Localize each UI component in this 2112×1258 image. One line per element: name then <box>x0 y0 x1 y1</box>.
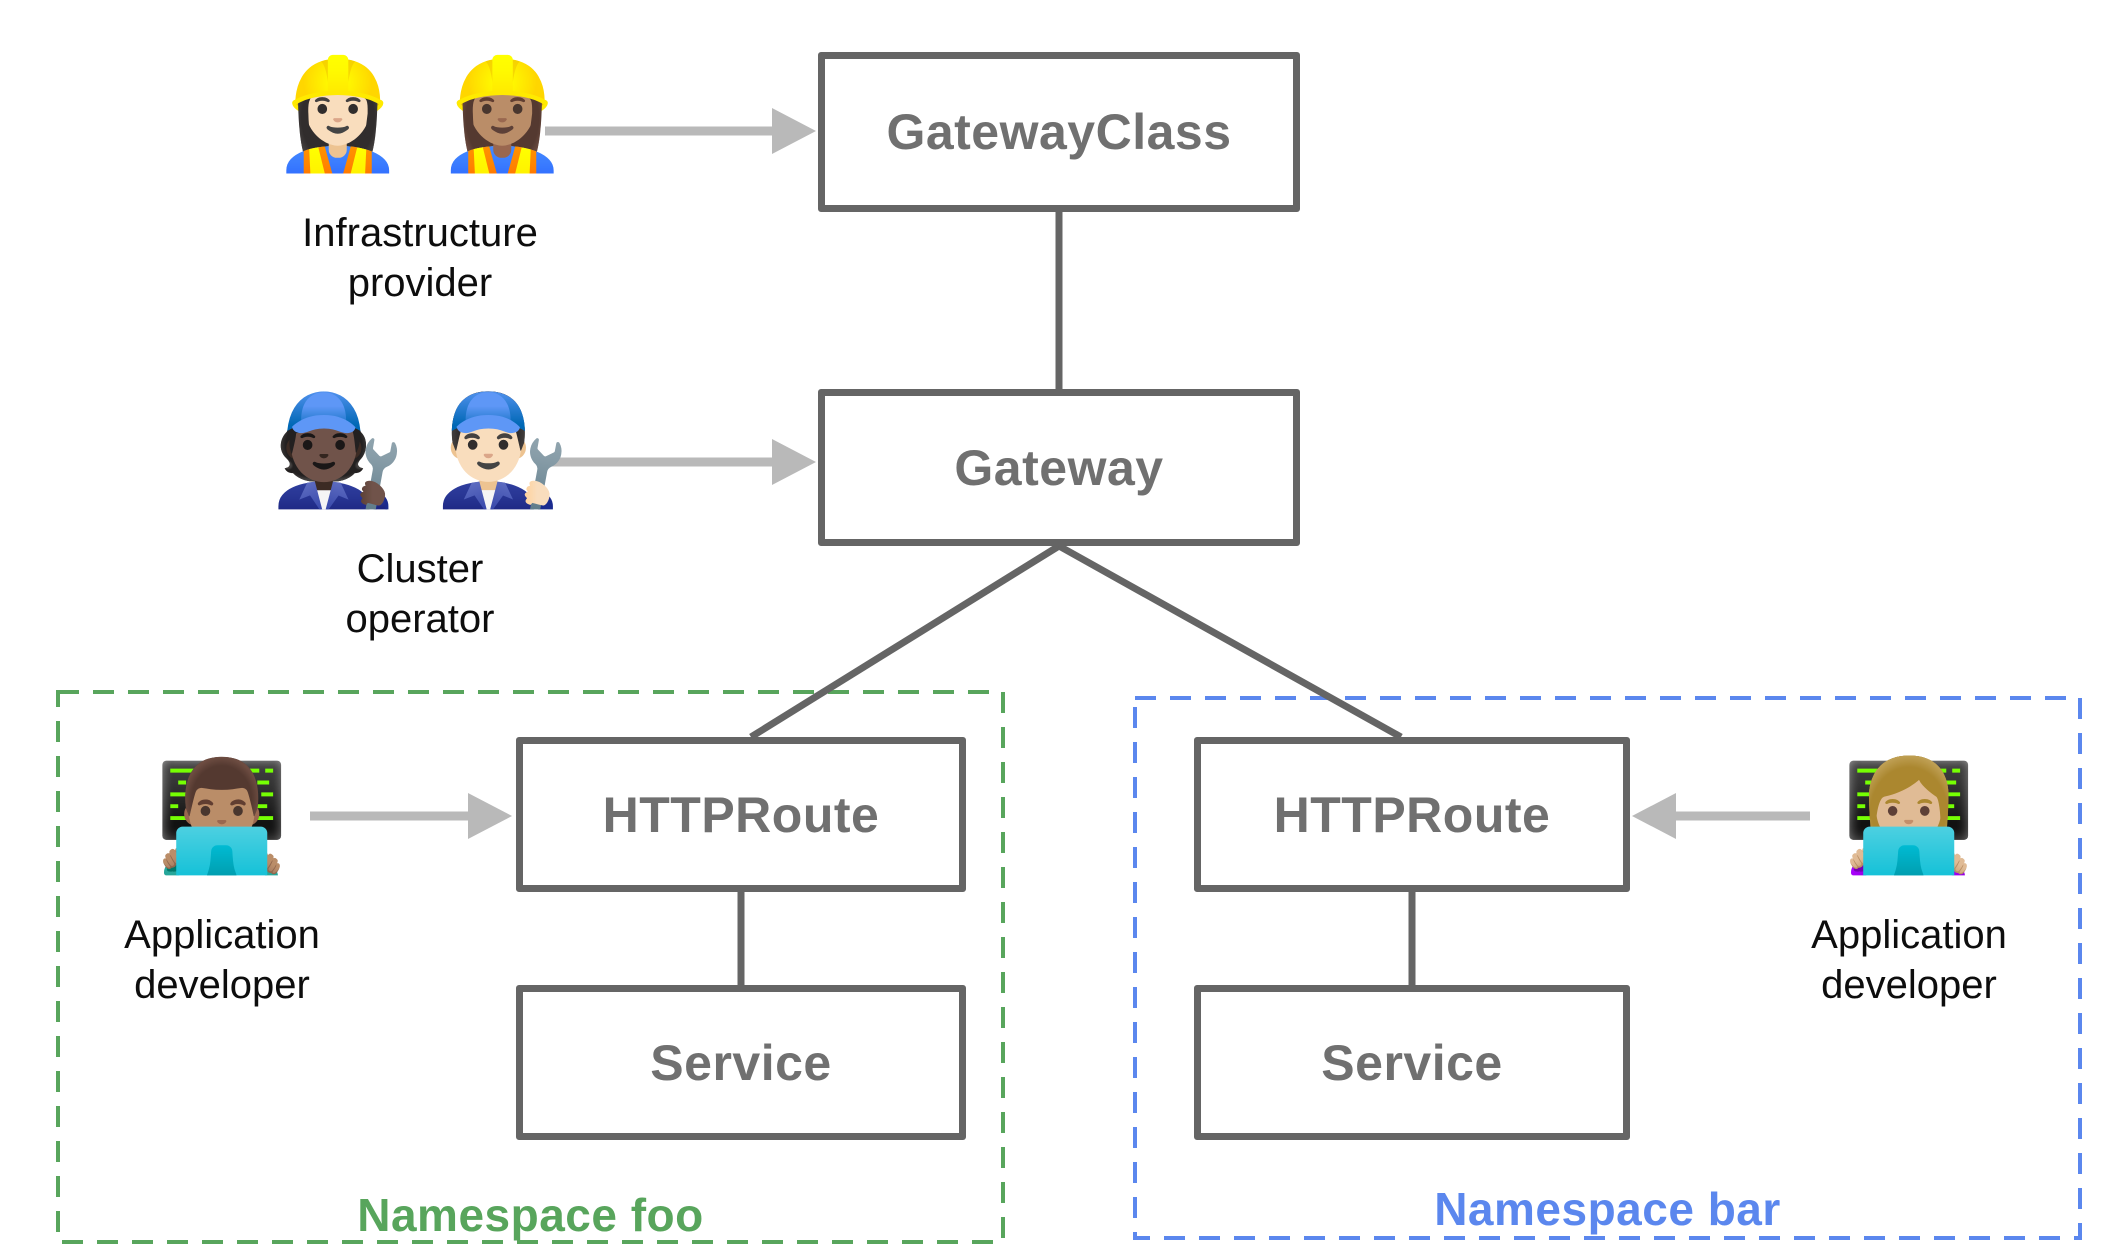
node-service-bar-label: Service <box>1321 1034 1503 1091</box>
node-service-foo-label: Service <box>650 1034 832 1091</box>
man-technologist-icon: 👨🏽‍💻 <box>154 755 290 876</box>
namespace-bar-boundary <box>1133 696 2082 1240</box>
node-gatewayclass-label: GatewayClass <box>886 104 1232 160</box>
persona-infrastructure-provider: 👷🏻‍♀️ 👷🏽‍♀️ Infrastructure provider <box>210 46 630 308</box>
persona-app-developer-foo: 👨🏽‍💻 Application developer <box>52 748 392 1010</box>
arrowhead-app-developer-bar <box>1632 793 1676 839</box>
node-httproute-bar-label: HTTPRoute <box>1273 786 1551 843</box>
persona-label-line: Application <box>1811 913 2007 957</box>
node-httproute-foo-label: HTTPRoute <box>602 786 880 843</box>
persona-app-developer-bar: 👩🏼‍💻 Application developer <box>1739 748 2079 1010</box>
node-httproute-foo: HTTPRoute <box>516 737 966 892</box>
persona-label-line: operator <box>345 597 495 641</box>
node-gateway-label: Gateway <box>954 439 1164 496</box>
node-service-bar: Service <box>1194 985 1630 1140</box>
persona-label-line: Cluster <box>356 547 484 591</box>
arrowhead-app-developer-foo <box>468 793 512 839</box>
persona-cluster-operator-label: Cluster operator <box>346 544 495 644</box>
persona-app-developer-foo-label: Application developer <box>124 910 320 1010</box>
construction-worker-icon: 👷🏻‍♀️ 👷🏽‍♀️ <box>270 53 570 174</box>
node-gateway: Gateway <box>818 389 1300 546</box>
persona-label-line: developer <box>1821 963 1997 1007</box>
persona-cluster-operator: 🧑🏿‍🔧 👨🏻‍🔧 Cluster operator <box>210 382 630 644</box>
edge-gateway-to-httproute-foo <box>749 543 1061 740</box>
mechanic-icon: 🧑🏿‍🔧 👨🏻‍🔧 <box>270 389 570 510</box>
namespace-foo-boundary <box>56 690 1005 1244</box>
node-httproute-bar: HTTPRoute <box>1194 737 1630 892</box>
edge-gateway-to-httproute-bar <box>1057 542 1403 741</box>
namespace-foo-label: Namespace foo <box>357 1189 704 1241</box>
persona-label-line: developer <box>134 963 310 1007</box>
node-gatewayclass: GatewayClass <box>818 52 1300 212</box>
persona-label-line: Application <box>124 913 320 957</box>
woman-technologist-icon: 👩🏼‍💻 <box>1841 755 1977 876</box>
persona-infrastructure-provider-label: Infrastructure provider <box>302 208 538 308</box>
persona-label-line: provider <box>347 261 493 305</box>
arrowhead-cluster-operator <box>772 439 816 485</box>
node-service-foo: Service <box>516 985 966 1140</box>
namespace-bar-label: Namespace bar <box>1434 1183 1781 1235</box>
persona-label-line: Infrastructure <box>302 211 538 255</box>
arrowhead-infrastructure-provider <box>772 108 816 154</box>
persona-app-developer-bar-label: Application developer <box>1811 910 2007 1010</box>
